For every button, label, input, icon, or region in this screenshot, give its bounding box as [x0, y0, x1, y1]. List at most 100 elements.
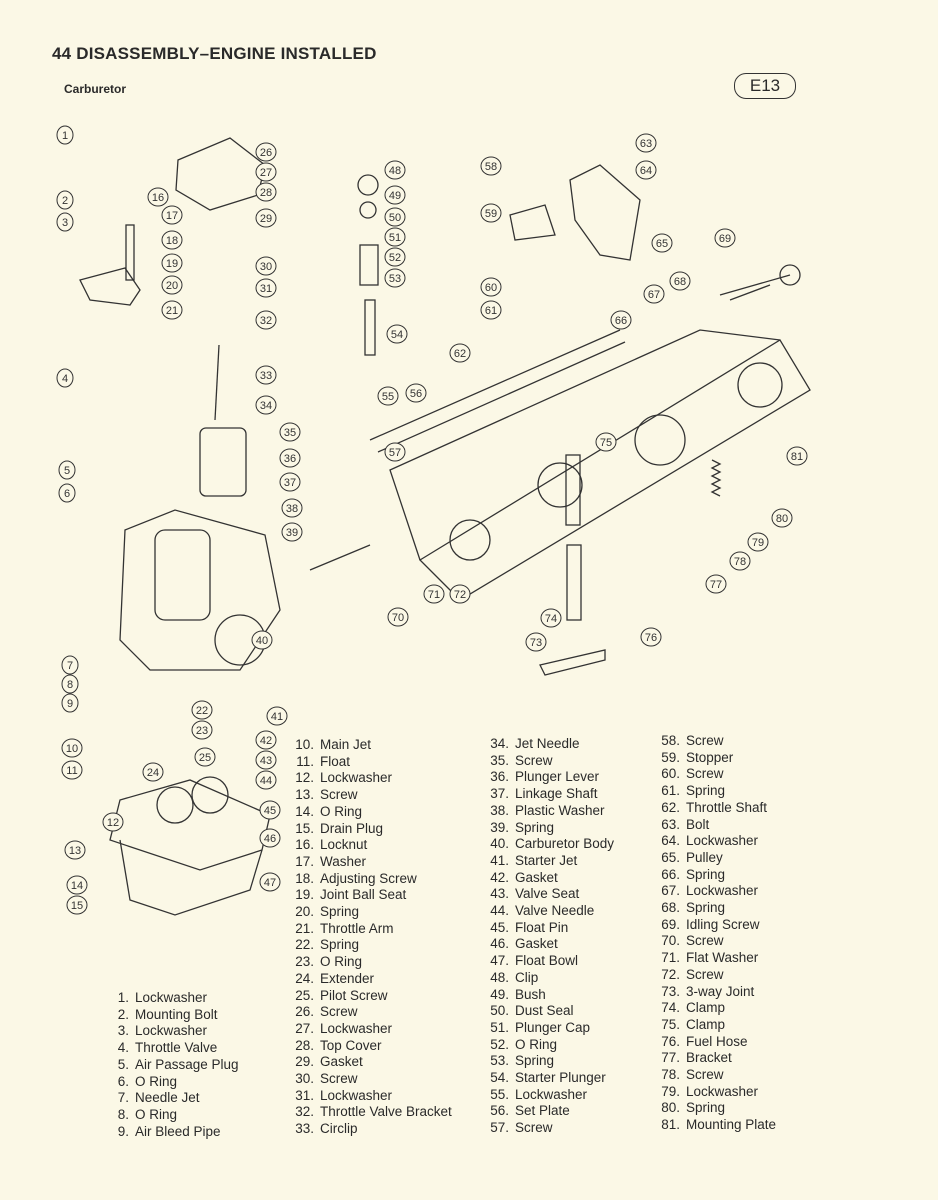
- callout-number: 34: [260, 400, 272, 412]
- part-number: 68.: [661, 900, 680, 916]
- callout-circle: [480, 203, 502, 223]
- part-list-item: 49.Bush: [487, 987, 614, 1004]
- callout-number: 30: [260, 261, 272, 273]
- part-list-item: 27.Lockwasher: [292, 1021, 452, 1038]
- part-list-item: 52.O Ring: [487, 1037, 614, 1054]
- part-list-item: 37.Linkage Shaft: [487, 786, 614, 803]
- callout-circle: [540, 608, 562, 628]
- callout-number: 24: [147, 767, 159, 779]
- callout-circle: [384, 160, 406, 180]
- part-list-item: 80.Spring: [658, 1100, 776, 1117]
- callout-circle: [255, 142, 277, 162]
- part-name: Plunger Lever: [515, 769, 600, 785]
- callout-24: 24: [142, 762, 164, 782]
- part-list-item: 43.Valve Seat: [487, 886, 614, 903]
- callout-circle: [64, 840, 86, 860]
- part-list-item: 30.Screw: [292, 1071, 452, 1088]
- part-list-item: 55.Lockwasher: [487, 1087, 614, 1104]
- callout-43: 43: [255, 750, 277, 770]
- part-list-item: 32.Throttle Valve Bracket: [292, 1104, 452, 1121]
- callout-number: 74: [545, 613, 557, 625]
- part-name: Gasket: [320, 1054, 363, 1070]
- part-number: 48.: [490, 969, 509, 985]
- callout-circle: [56, 190, 74, 210]
- callout-38: 38: [281, 498, 303, 518]
- part-list-item: 35.Screw: [487, 753, 614, 770]
- part-name: Screw: [320, 1071, 358, 1087]
- callout-number: 29: [260, 213, 272, 225]
- part-number: 36.: [490, 769, 509, 785]
- callout-78: 78: [729, 551, 751, 571]
- callout-42: 42: [255, 730, 277, 750]
- callout-number: 78: [734, 556, 746, 568]
- part-number: 45.: [490, 919, 509, 935]
- page-title: 44 DISASSEMBLY–ENGINE INSTALLED: [52, 44, 377, 63]
- callout-number: 3: [62, 217, 68, 229]
- callout-circle: [729, 551, 751, 571]
- part-list-item: 11.Float: [292, 754, 452, 771]
- part-number: 49.: [490, 986, 509, 1002]
- part-name: Dust Seal: [515, 1003, 574, 1019]
- part-list-item: 26.Screw: [292, 1004, 452, 1021]
- callout-circle: [480, 277, 502, 297]
- callout-60: 60: [480, 277, 502, 297]
- callout-number: 79: [752, 537, 764, 549]
- callout-number: 72: [454, 589, 466, 601]
- part-list-item: 21.Throttle Arm: [292, 921, 452, 938]
- part-number: 35.: [490, 752, 509, 768]
- callout-circle: [255, 278, 277, 298]
- callout-77: 77: [705, 574, 727, 594]
- callout-circle: [102, 812, 124, 832]
- part-number: 24.: [295, 970, 314, 986]
- part-number: 70.: [661, 933, 680, 949]
- part-number: 53.: [490, 1053, 509, 1069]
- part-name: Plunger Cap: [515, 1019, 591, 1035]
- part-number: 79.: [661, 1083, 680, 1099]
- part-list-item: 53.Spring: [487, 1053, 614, 1070]
- callout-number: 39: [286, 527, 298, 539]
- callout-number: 21: [166, 305, 178, 317]
- part-number: 31.: [295, 1087, 314, 1103]
- callout-circle: [386, 324, 408, 344]
- callout-1: 1: [56, 125, 74, 145]
- part-name: Float Bowl: [515, 953, 579, 969]
- callout-circle: [595, 432, 617, 452]
- part-name: Clamp: [686, 1000, 726, 1016]
- callout-circle: [251, 630, 273, 650]
- part-number: 19.: [295, 887, 314, 903]
- callout-number: 59: [485, 208, 497, 220]
- callout-47: 47: [259, 872, 281, 892]
- part-name: Spring: [686, 900, 726, 916]
- part-name: Lockwasher: [320, 1087, 393, 1103]
- part-number: 65.: [661, 849, 680, 865]
- part-name: Spring: [515, 819, 555, 835]
- part-number: 2.: [117, 1006, 129, 1022]
- callout-labels: 1234567891011121314151617181920212223242…: [56, 125, 808, 915]
- callout-number: 37: [284, 477, 296, 489]
- part-number: 33.: [295, 1121, 314, 1137]
- callout-number: 62: [454, 348, 466, 360]
- part-list-item: 61.Spring: [658, 783, 776, 800]
- part-number: 42.: [490, 869, 509, 885]
- part-name: Jet Needle: [515, 736, 580, 751]
- callout-number: 25: [199, 752, 211, 764]
- callout-number: 18: [166, 235, 178, 247]
- callout-circle: [259, 828, 281, 848]
- part-number: 67.: [661, 883, 680, 899]
- callout-62: 62: [449, 343, 471, 363]
- callout-number: 54: [391, 329, 403, 341]
- part-name: Gasket: [515, 936, 558, 952]
- part-number: 1.: [117, 990, 129, 1005]
- callout-circle: [279, 448, 301, 468]
- part-list-item: 63.Bolt: [658, 817, 776, 834]
- callout-circle: [449, 584, 471, 604]
- callout-58: 58: [480, 156, 502, 176]
- callout-number: 1: [62, 130, 68, 142]
- callout-number: 47: [264, 877, 276, 889]
- part-number: 39.: [490, 819, 509, 835]
- part-name: O Ring: [320, 954, 363, 970]
- callout-circle: [61, 655, 79, 675]
- part-name: O Ring: [320, 803, 363, 819]
- part-name: Screw: [515, 1120, 553, 1136]
- part-list-item: 74.Clamp: [658, 1000, 776, 1017]
